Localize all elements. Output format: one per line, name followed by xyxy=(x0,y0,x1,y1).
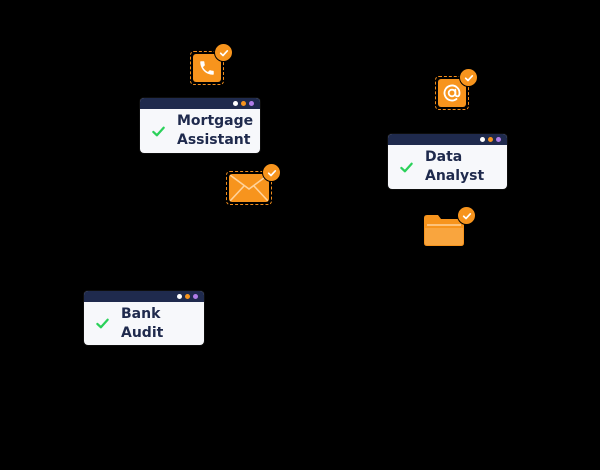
folder-app xyxy=(424,206,476,246)
card-label: Data Analyst xyxy=(425,149,485,184)
window-dots xyxy=(480,137,501,142)
check-icon xyxy=(152,126,165,136)
envelope-icon xyxy=(229,174,269,202)
card-header xyxy=(140,98,260,109)
app-tile-border xyxy=(435,76,469,110)
check-badge-icon xyxy=(214,43,233,62)
card-label: Bank Audit xyxy=(121,305,164,341)
task-card-data-analyst: Data Analyst xyxy=(388,134,507,189)
card-header xyxy=(388,134,507,145)
check-badge-icon xyxy=(459,68,478,87)
card-header xyxy=(84,291,204,302)
check-badge-icon xyxy=(457,206,476,225)
folder-icon xyxy=(424,214,464,250)
task-card-mortgage-assistant: Mortgage Assistant xyxy=(140,98,260,153)
app-tile-border xyxy=(190,51,224,85)
window-dots xyxy=(233,101,254,106)
email-address-app xyxy=(435,68,478,110)
mail-app xyxy=(226,163,281,205)
app-tile-border xyxy=(226,171,272,205)
check-icon xyxy=(96,318,109,329)
window-dots xyxy=(177,294,198,299)
card-label: Mortgage Assistant xyxy=(177,113,254,148)
phone-app xyxy=(190,43,233,85)
task-card-bank-audit: Bank Audit xyxy=(84,291,204,345)
check-icon xyxy=(400,162,413,172)
check-badge-icon xyxy=(262,163,281,182)
